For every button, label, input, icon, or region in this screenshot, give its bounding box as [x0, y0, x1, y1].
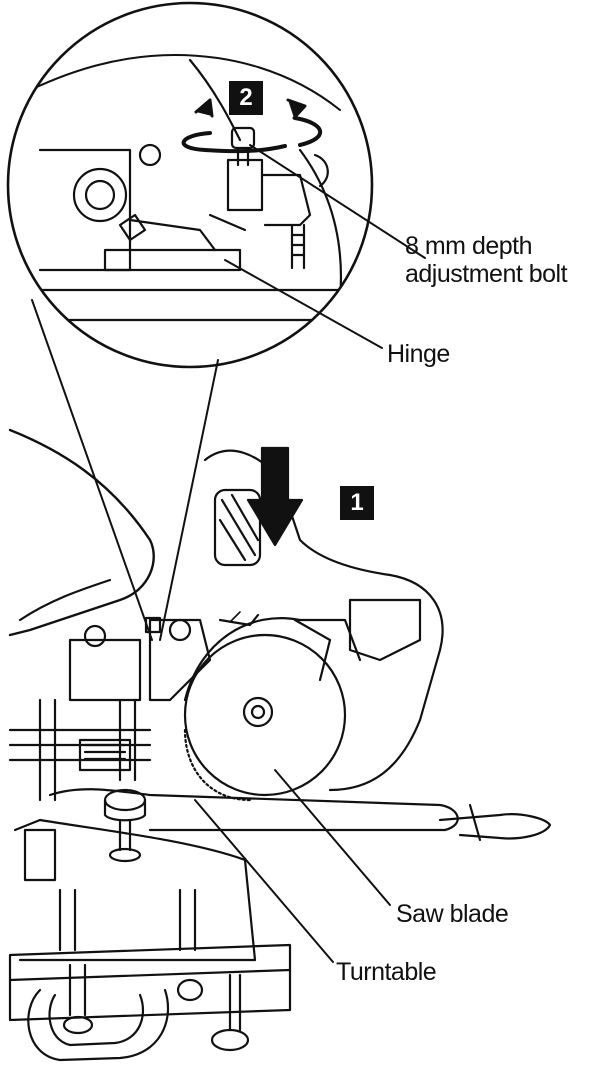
label-turntable: Turntable [336, 958, 437, 986]
saw-blade [183, 633, 347, 797]
leader-hinge [224, 259, 383, 349]
magnifier-leader [31, 299, 219, 641]
leader-blade [274, 769, 391, 906]
hinge-part [103, 248, 242, 272]
label-depth-adjustment-bolt: 8 mm depth adjustment bolt [405, 232, 568, 288]
detail-mechanism [18, 54, 362, 322]
leader-turntable [194, 799, 334, 963]
arrow-down-icon [246, 446, 304, 547]
leader-bolt [249, 144, 426, 259]
rotate-icon [181, 98, 323, 154]
step-1-badge: 1 [340, 486, 374, 520]
saw-body [8, 428, 552, 1062]
step-2-badge: 2 [229, 81, 263, 115]
detail-magnifier [6, 1, 374, 641]
label-hinge: Hinge [387, 340, 450, 368]
label-saw-blade: Saw blade [396, 900, 509, 928]
